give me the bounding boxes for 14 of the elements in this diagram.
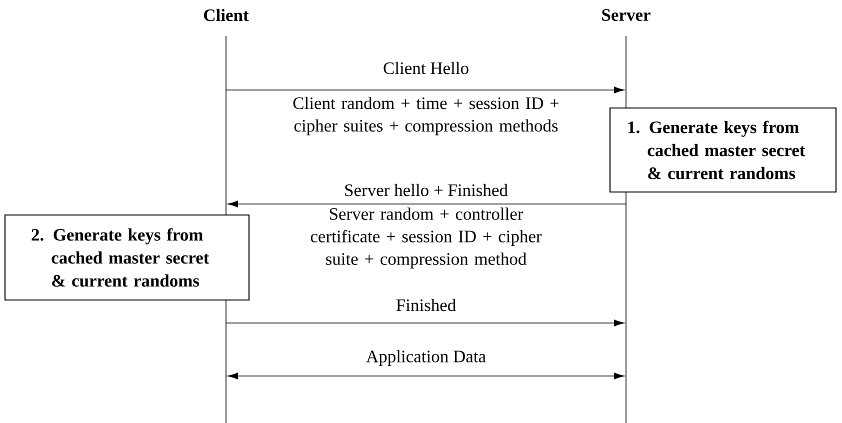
lifeline-header: Client <box>204 8 249 22</box>
edge-label: Server hello + Finished <box>345 184 508 196</box>
message-description: Client random + time + session ID + cipher suites + compression methods <box>293 96 559 136</box>
arrow <box>226 320 624 326</box>
edge-label: Client Hello <box>384 62 468 74</box>
arrow <box>226 86 624 94</box>
lifeline-header: Server <box>602 9 650 21</box>
edge-label: Application Data <box>366 350 486 366</box>
message-description: Server random + controller certificate + session ID + cipher suite + compression method <box>310 208 542 268</box>
process-box: 2. Generate keys from cached master secret & current randoms <box>4 214 250 301</box>
process-box: 1. Generate keys from cached master secret & current randoms <box>609 107 837 193</box>
arrow <box>228 200 626 208</box>
arrow <box>228 372 624 380</box>
edge-label: Finished <box>396 298 456 312</box>
